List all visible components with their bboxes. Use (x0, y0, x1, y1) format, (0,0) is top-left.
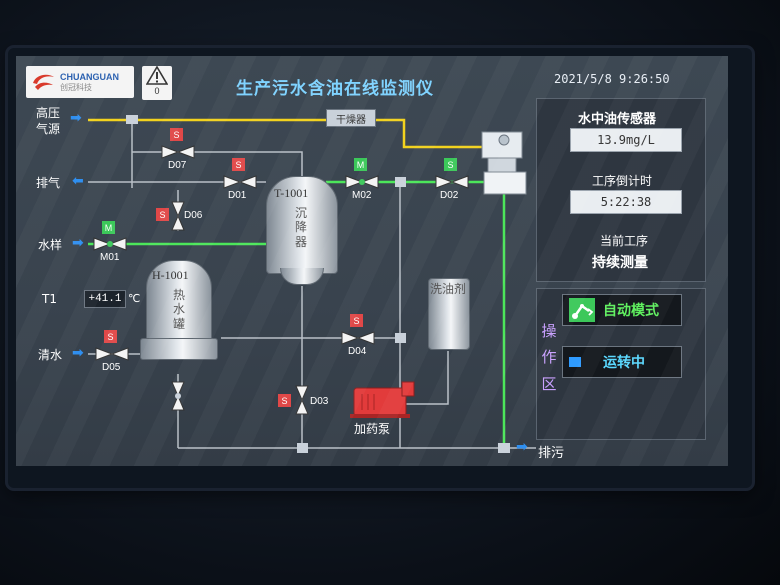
valve-d07-symbol[interactable] (161, 145, 195, 159)
heater-id: H-1001 (152, 268, 189, 282)
oil-sensor[interactable] (481, 131, 527, 195)
valve-d05-label: D05 (102, 362, 121, 373)
countdown-title: 工序倒计时 (592, 174, 653, 188)
valve-d03-status[interactable]: S (278, 394, 291, 407)
dosing-pump-symbol[interactable] (350, 381, 415, 418)
running-indicator-icon (569, 357, 581, 367)
auto-mode-button[interactable]: 自动模式 (562, 294, 682, 326)
robot-arm-icon (569, 298, 595, 322)
operation-area-char: 操 (541, 322, 557, 340)
current-step-value: 持续测量 (592, 255, 648, 271)
pipe-d07 (132, 151, 303, 176)
valve-d02-symbol[interactable] (435, 175, 469, 189)
sample-inlet-arrow-icon: ➡ (72, 235, 84, 251)
valve-m02-label: M02 (352, 190, 372, 201)
sedimenter-name: 沉降器 (294, 206, 307, 249)
junction (395, 333, 406, 343)
operation-area-label: 操 作 区 (540, 318, 558, 397)
valve-m01-symbol[interactable] (93, 237, 127, 251)
valve-d07-status[interactable]: S (170, 128, 183, 141)
junction (395, 177, 406, 187)
sensor-value: 13.9mg/L (597, 133, 655, 147)
auto-mode-label: 自动模式 (603, 303, 659, 319)
company-logo: CHUANGUAN 创冠科技 (26, 66, 134, 98)
valve-m01-status[interactable]: M (102, 221, 115, 234)
junction (297, 443, 308, 453)
alarm-count: 0 (154, 86, 160, 96)
t1-temperature-display: +41.1 (84, 290, 126, 308)
hmi-screen: CHUANGUAN 创冠科技 0 生产污水含油在线监测仪 2021/5/8 9:… (16, 56, 728, 466)
dosing-pump-label: 加药泵 (354, 422, 391, 436)
running-status-button[interactable]: 运转中 (562, 346, 682, 378)
t1-value: +41.1 (88, 293, 122, 305)
logo-text-cn: 创冠科技 (60, 82, 92, 92)
warning-icon (146, 66, 168, 85)
label-high-pressure: 高压 (36, 106, 61, 120)
dryer-label: 干燥器 (336, 114, 366, 126)
valve-d04-symbol[interactable] (341, 331, 375, 345)
heater-base (140, 338, 218, 360)
logo-mark-icon (33, 74, 54, 90)
valve-d02-label: D02 (440, 190, 459, 201)
valve-d06-status[interactable]: S (156, 208, 169, 221)
valve-heater-drain-symbol[interactable] (171, 381, 185, 411)
valve-d04-label: D04 (348, 346, 367, 357)
operation-area-char: 作 (541, 348, 557, 367)
degreaser-name: 洗油剂 (430, 282, 467, 296)
valve-d06-label: D06 (184, 210, 203, 221)
valve-m02-symbol[interactable] (345, 175, 379, 189)
dryer-unit[interactable]: 干燥器 (326, 109, 376, 127)
degreaser-tank[interactable] (428, 278, 470, 350)
valve-d07-label: D07 (168, 160, 187, 171)
air-line (88, 118, 486, 149)
label-exhaust: 排气 (36, 176, 61, 190)
pipe-pump (414, 351, 449, 405)
sedimenter-id: T-1001 (274, 186, 309, 200)
valve-d01-status[interactable]: S (232, 158, 245, 171)
label-water-sample: 水样 (38, 238, 63, 252)
valve-d04-status[interactable]: S (350, 314, 363, 327)
sensor-title: 水中油传感器 (578, 112, 657, 127)
running-label: 运转中 (603, 355, 645, 371)
countdown-value: 5:22:38 (600, 195, 652, 209)
valve-d05-symbol[interactable] (95, 347, 129, 361)
current-step-title: 当前工序 (600, 234, 649, 248)
valve-d06-symbol[interactable] (171, 201, 185, 231)
page-title: 生产污水含油在线监测仪 (236, 79, 434, 99)
exhaust-arrow-icon: ⬅ (72, 173, 84, 189)
valve-d03-symbol[interactable] (295, 385, 309, 415)
valve-d01-label: D01 (228, 190, 247, 201)
valve-m02-status[interactable]: M (354, 158, 367, 171)
operation-area-char: 区 (541, 374, 557, 393)
heater-name: 热水罐 (172, 288, 185, 331)
t1-unit: ℃ (128, 292, 141, 305)
valve-d02-status[interactable]: S (444, 158, 457, 171)
valve-d05-status[interactable]: S (104, 330, 117, 343)
sensor-value-display: 13.9mg/L (570, 128, 682, 152)
label-t1: T1 (42, 292, 57, 306)
label-clean-water: 清水 (38, 348, 63, 362)
datetime: 2021/5/8 9:26:50 (554, 72, 670, 86)
valve-d01-symbol[interactable] (223, 175, 257, 189)
drain-arrow-icon: ➡ (516, 439, 528, 455)
label-drain: 排污 (538, 446, 565, 461)
clean-water-arrow-icon: ➡ (72, 345, 84, 361)
junction (126, 115, 138, 124)
logo-text-en: CHUANGUAN (60, 71, 119, 82)
air-inlet-arrow-icon: ➡ (70, 110, 82, 126)
junction (498, 443, 510, 453)
process-piping (88, 115, 536, 453)
valve-m01-label: M01 (100, 252, 120, 263)
alarm-button[interactable]: 0 (142, 66, 172, 100)
valve-d03-label: D03 (310, 396, 329, 407)
sedimenter-vessel[interactable] (266, 176, 338, 274)
countdown-display: 5:22:38 (570, 190, 682, 214)
label-gas-source: 气源 (36, 122, 61, 136)
